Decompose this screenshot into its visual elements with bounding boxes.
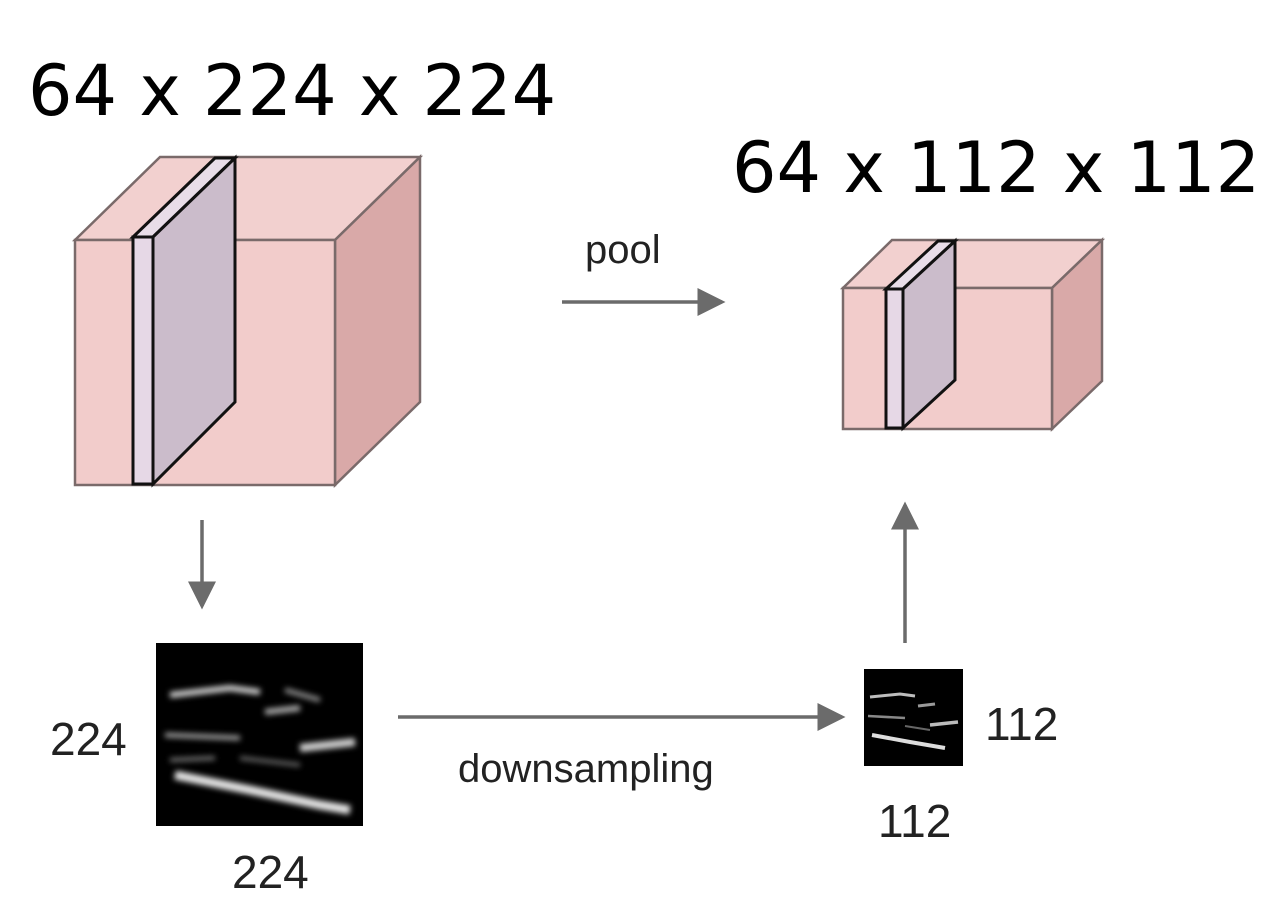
output-volume-slice-front xyxy=(884,287,905,430)
downsampling-label: downsampling xyxy=(458,747,714,791)
output-volume-cube xyxy=(839,237,1106,432)
output-slice-width-label: 112 xyxy=(878,795,951,847)
output-slice-height-label: 112 xyxy=(985,698,1058,750)
output-activation-map-texture xyxy=(867,692,959,750)
output-activation-map xyxy=(864,669,963,766)
output-volume-dims-label: 64 x 112 x 112 xyxy=(732,127,1260,209)
input-volume-slice-front xyxy=(131,235,155,486)
input-activation-map xyxy=(156,643,363,826)
input-slice-width-label: 224 xyxy=(232,846,309,898)
input-activation-map-texture xyxy=(164,684,356,815)
input-volume-cube xyxy=(71,154,424,488)
input-volume-dims-label: 64 x 224 x 224 xyxy=(28,50,556,132)
input-slice-height-label: 224 xyxy=(50,713,127,765)
pool-label: pool xyxy=(585,228,661,272)
